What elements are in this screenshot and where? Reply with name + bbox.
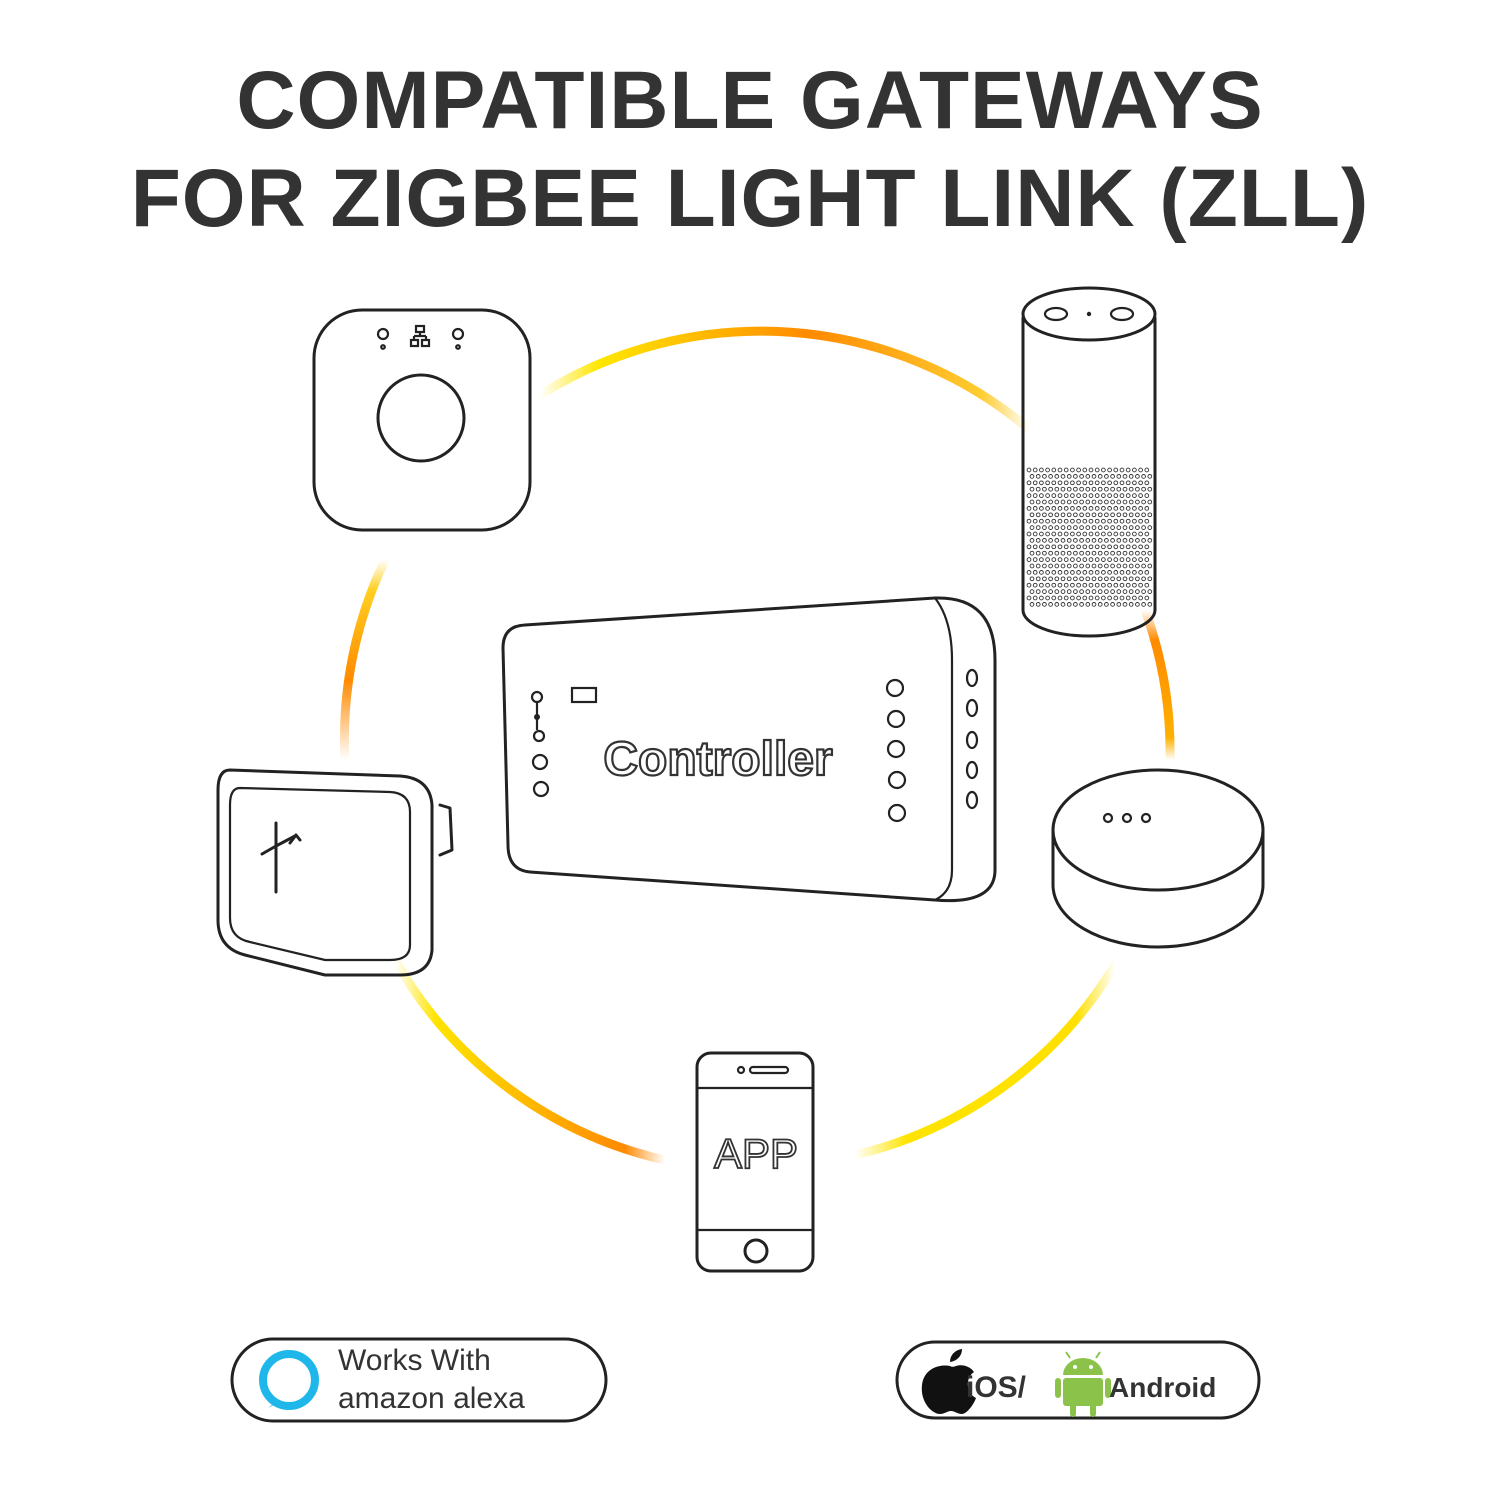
terminal-holes-front: [885, 678, 907, 823]
alexa-badge: Works With amazon alexa: [230, 1337, 608, 1423]
network-icon: [409, 324, 431, 348]
ring-arc-bottom-right: [850, 960, 1120, 1160]
round-hub-icon: [1051, 768, 1265, 949]
controller-label: Controller: [603, 733, 832, 786]
android-label: Android: [1109, 1372, 1216, 1403]
phone-app-label: APP: [714, 1130, 798, 1177]
terminal-holes-side: [965, 668, 979, 810]
alexa-logo-icon: [259, 1350, 319, 1410]
apple-logo-icon: [921, 1349, 976, 1414]
alexa-line-2: amazon alexa: [338, 1382, 525, 1415]
ring-arc-left: [339, 555, 390, 765]
phone-app-icon: APP: [695, 1051, 815, 1273]
hue-bridge-icon: [312, 308, 532, 532]
echo-speaker-icon: [1021, 286, 1157, 638]
alexa-line-1: Works With: [338, 1344, 491, 1377]
page-title-line-1: COMPATIBLE GATEWAYS: [236, 55, 1264, 146]
speaker-grille: [1026, 467, 1153, 607]
ios-label: iOS/: [966, 1371, 1027, 1404]
plug-gateway-icon: [216, 768, 454, 977]
controller-device: Controller: [501, 596, 997, 903]
ring-arc-right: [1140, 605, 1175, 765]
ring-arc-bottom-left: [390, 955, 670, 1165]
ring-arc-top: [535, 326, 1035, 435]
platform-badge: iOS/ Android: [895, 1340, 1261, 1420]
android-logo-icon: [1055, 1351, 1111, 1417]
connection-ring: [339, 326, 1175, 1165]
page-title-line-2: FOR ZIGBEE LIGHT LINK (ZLL): [130, 153, 1370, 244]
led-indicator: [570, 686, 598, 704]
